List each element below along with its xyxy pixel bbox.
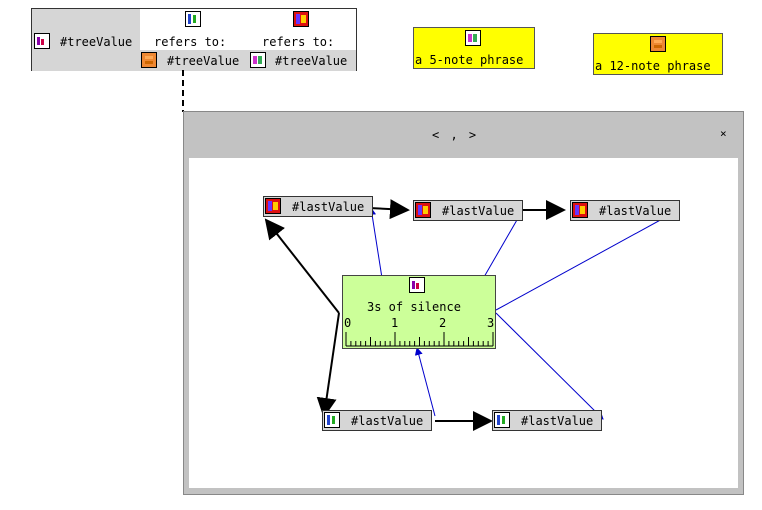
phrase-box-5-note[interactable]: a 5-note phrase xyxy=(413,27,535,69)
node-label: #lastValue xyxy=(292,200,365,214)
root-tree-value-label[interactable]: #treeValue xyxy=(60,35,133,49)
col2-refers-to-label: refers to: xyxy=(262,35,335,49)
ruler-tick-1: 1 xyxy=(391,316,399,330)
ruler-tick-0: 0 xyxy=(344,316,352,330)
col2-tree-value-label[interactable]: #treeValue xyxy=(275,54,348,68)
last-value-node[interactable]: #lastValue xyxy=(322,410,432,431)
root-cell xyxy=(32,9,140,71)
last-value-node[interactable]: #lastValue xyxy=(570,200,680,221)
score-thumbnail-icon xyxy=(465,30,481,46)
link-arrow xyxy=(264,218,340,314)
silence-label: 3s of silence xyxy=(367,300,461,314)
time-ruler xyxy=(345,332,494,347)
connections xyxy=(264,199,678,431)
reference-link xyxy=(414,347,436,417)
score-thumbnail-icon xyxy=(650,36,666,52)
phrase-box-12-note[interactable]: a 12-note phrase xyxy=(593,33,723,75)
last-value-node[interactable]: #lastValue xyxy=(492,410,602,431)
last-value-node[interactable]: #lastValue xyxy=(263,196,373,217)
reference-link xyxy=(495,312,604,420)
reference-link xyxy=(495,209,678,311)
score-thumbnail-icon[interactable] xyxy=(293,11,309,27)
close-icon[interactable]: × xyxy=(720,127,727,140)
node-label: #lastValue xyxy=(442,204,515,218)
link-arrow xyxy=(368,199,410,220)
score-thumbnail-icon xyxy=(324,412,340,428)
score-thumbnail-icon[interactable] xyxy=(34,33,50,49)
score-thumbnail-icon xyxy=(415,202,431,218)
node-label: #lastValue xyxy=(521,414,594,428)
sequence-window: < , > × xyxy=(183,111,744,495)
dashed-connector xyxy=(182,70,184,112)
tree-value-panel: #treeValue refers to: refers to: #treeVa… xyxy=(31,8,357,71)
node-label: #lastValue xyxy=(351,414,424,428)
link-arrow xyxy=(316,312,340,418)
score-thumbnail-icon[interactable] xyxy=(185,11,201,27)
score-thumbnail-icon xyxy=(494,412,510,428)
col1-refers-to-label: refers to: xyxy=(154,35,227,49)
score-thumbnail-icon[interactable] xyxy=(250,52,266,68)
phrase-label: a 5-note phrase xyxy=(415,53,524,67)
phrase-label: a 12-note phrase xyxy=(595,59,711,73)
score-thumbnail-icon[interactable] xyxy=(141,52,157,68)
last-value-node[interactable]: #lastValue xyxy=(413,200,523,221)
window-canvas: #lastValue #lastValue #lastValue 3s of s… xyxy=(189,158,738,488)
score-thumbnail-icon xyxy=(572,202,588,218)
node-label: #lastValue xyxy=(599,204,672,218)
score-thumbnail-icon xyxy=(409,277,425,293)
silence-block[interactable]: 3s of silence 0 1 2 3 xyxy=(342,275,496,349)
col1-tree-value-label[interactable]: #treeValue xyxy=(167,54,240,68)
values-row xyxy=(140,50,356,71)
ruler-tick-2: 2 xyxy=(439,316,447,330)
window-title: < , > xyxy=(432,128,479,142)
ruler-tick-3: 3 xyxy=(487,316,495,330)
score-thumbnail-icon xyxy=(265,198,281,214)
